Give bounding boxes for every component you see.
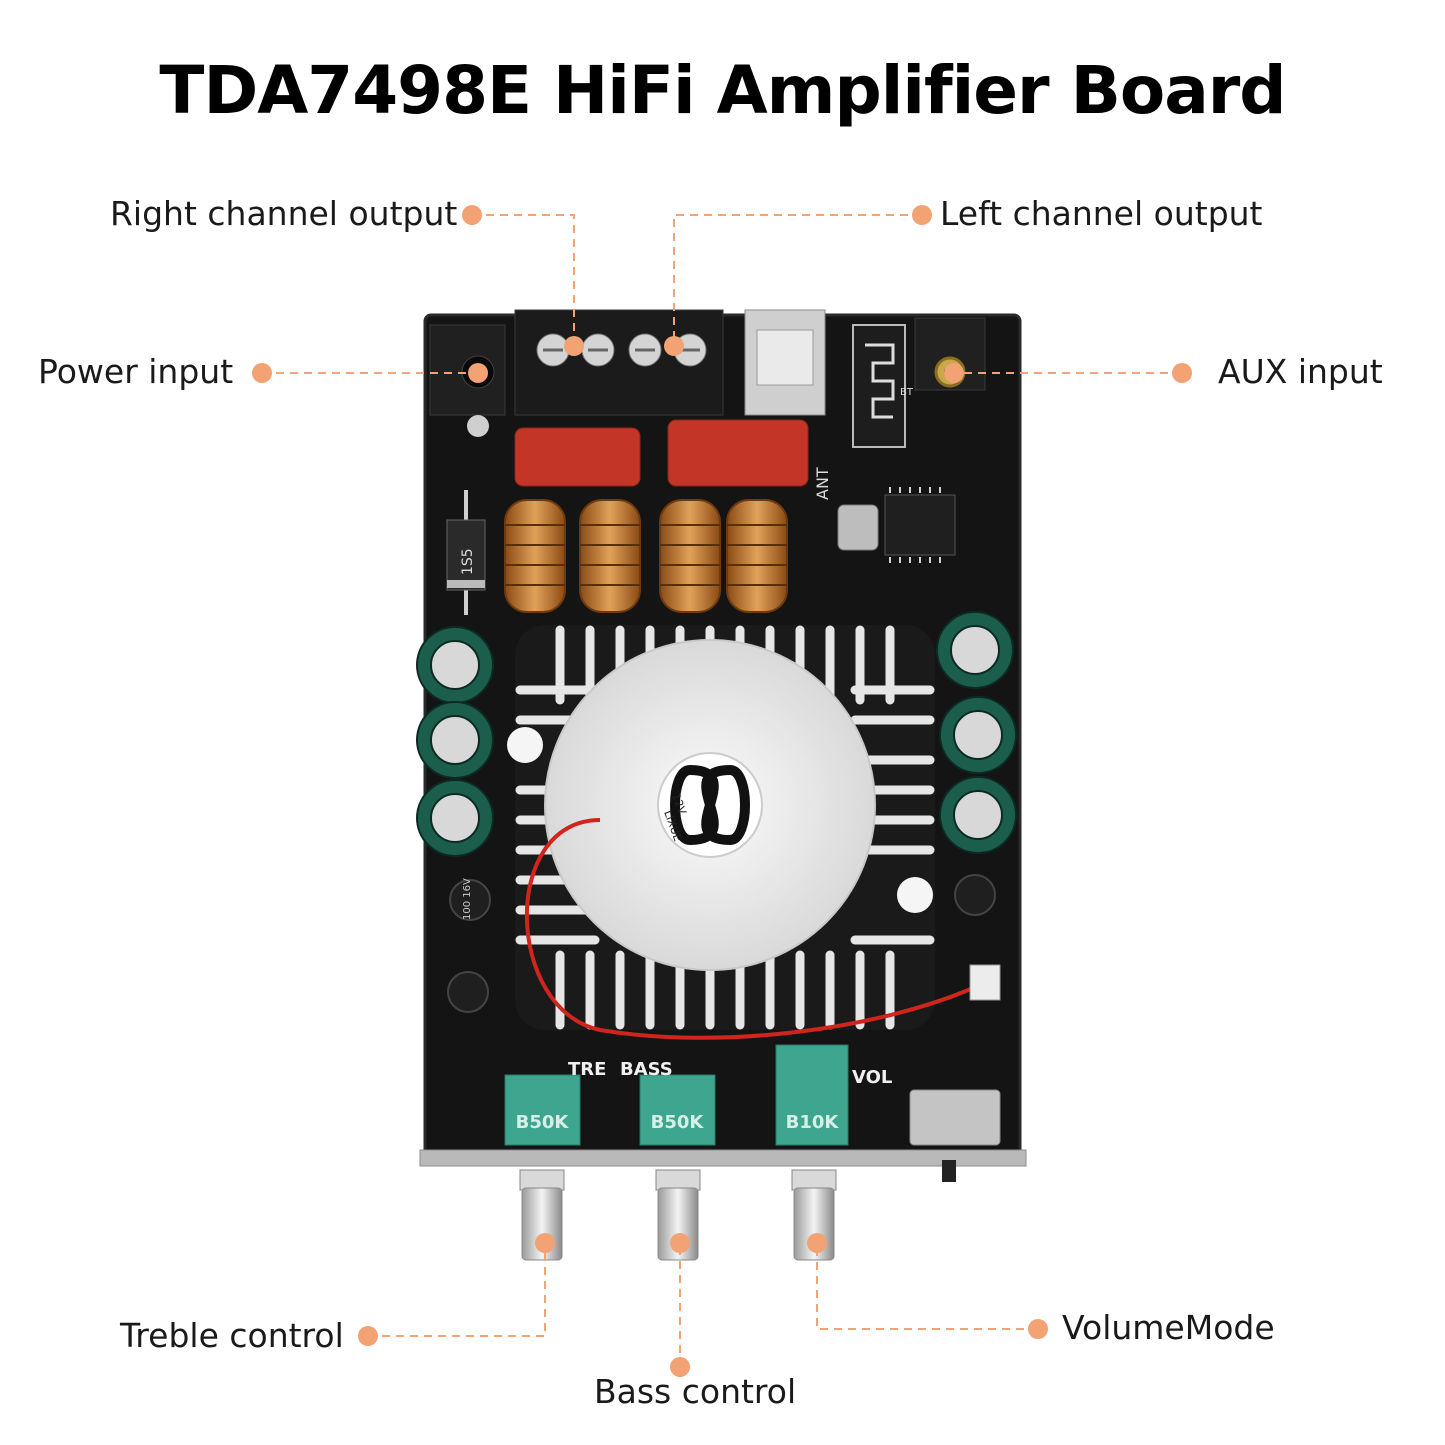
inductor-coils xyxy=(504,499,788,613)
dot-volume xyxy=(1028,1319,1048,1339)
dot-right-channel xyxy=(462,205,482,225)
mode-switch-lever xyxy=(942,1160,956,1182)
front-panel-plate xyxy=(419,1149,1027,1167)
bt-marking: BT xyxy=(900,387,914,398)
label-power-input: Power input xyxy=(38,352,234,391)
ant-marking: ANT xyxy=(813,467,832,500)
page-title: TDA7498E HiFi Amplifier Board xyxy=(159,52,1286,129)
usb-port xyxy=(744,309,826,416)
label-right-channel-output: Right channel output xyxy=(110,194,458,233)
potentiometer-bass: B50K xyxy=(639,1074,716,1146)
dot-left-channel xyxy=(912,205,932,225)
label-bass-control: Bass control xyxy=(594,1372,797,1411)
leader-treble xyxy=(368,1243,546,1337)
electrolytic-capacitors xyxy=(416,611,1017,857)
treble-pot-marking: B50K xyxy=(516,1112,570,1133)
dot-aux-input xyxy=(1172,363,1192,383)
fan-connector xyxy=(969,964,1001,1001)
film-capacitor-1 xyxy=(514,427,641,487)
leader-lines xyxy=(262,214,1182,1367)
potentiometer-volume: B10K xyxy=(775,1044,849,1146)
cooling-fan: 12V LIXUE xyxy=(544,639,876,971)
mode-switch xyxy=(909,1089,1001,1146)
label-volume-mode: VolumeMode xyxy=(1062,1308,1275,1347)
dot-treble xyxy=(358,1326,378,1346)
bluetooth-module: BT xyxy=(852,324,914,448)
film-capacitor-2 xyxy=(667,419,809,487)
leader-right-channel xyxy=(472,214,575,346)
label-left-channel-output: Left channel output xyxy=(940,194,1263,233)
tre-marking: TRE xyxy=(568,1059,606,1080)
label-aux-input: AUX input xyxy=(1218,352,1383,391)
potentiometer-treble: B50K xyxy=(504,1074,581,1146)
capacitor-marking: 100 16V xyxy=(462,878,473,920)
small-capacitors xyxy=(447,874,996,1013)
leader-endpoints xyxy=(468,336,964,1253)
bluetooth-ic xyxy=(884,494,956,556)
leader-volume xyxy=(816,1243,1038,1330)
vol-marking: VOL xyxy=(852,1067,892,1088)
dot-bass xyxy=(670,1357,690,1377)
fan-wire xyxy=(524,818,981,1040)
volume-pot-marking: B10K xyxy=(786,1112,840,1133)
label-treble-control: Treble control xyxy=(120,1316,344,1355)
screw-terminal-block xyxy=(514,309,724,416)
crystal-oscillator xyxy=(837,504,879,551)
rectifier-diode: 1S5 xyxy=(446,490,486,615)
dot-power-input xyxy=(252,363,272,383)
diode-marking: 1S5 xyxy=(460,548,476,575)
bass-marking: BASS xyxy=(620,1059,673,1080)
bass-pot-marking: B50K xyxy=(651,1112,705,1133)
